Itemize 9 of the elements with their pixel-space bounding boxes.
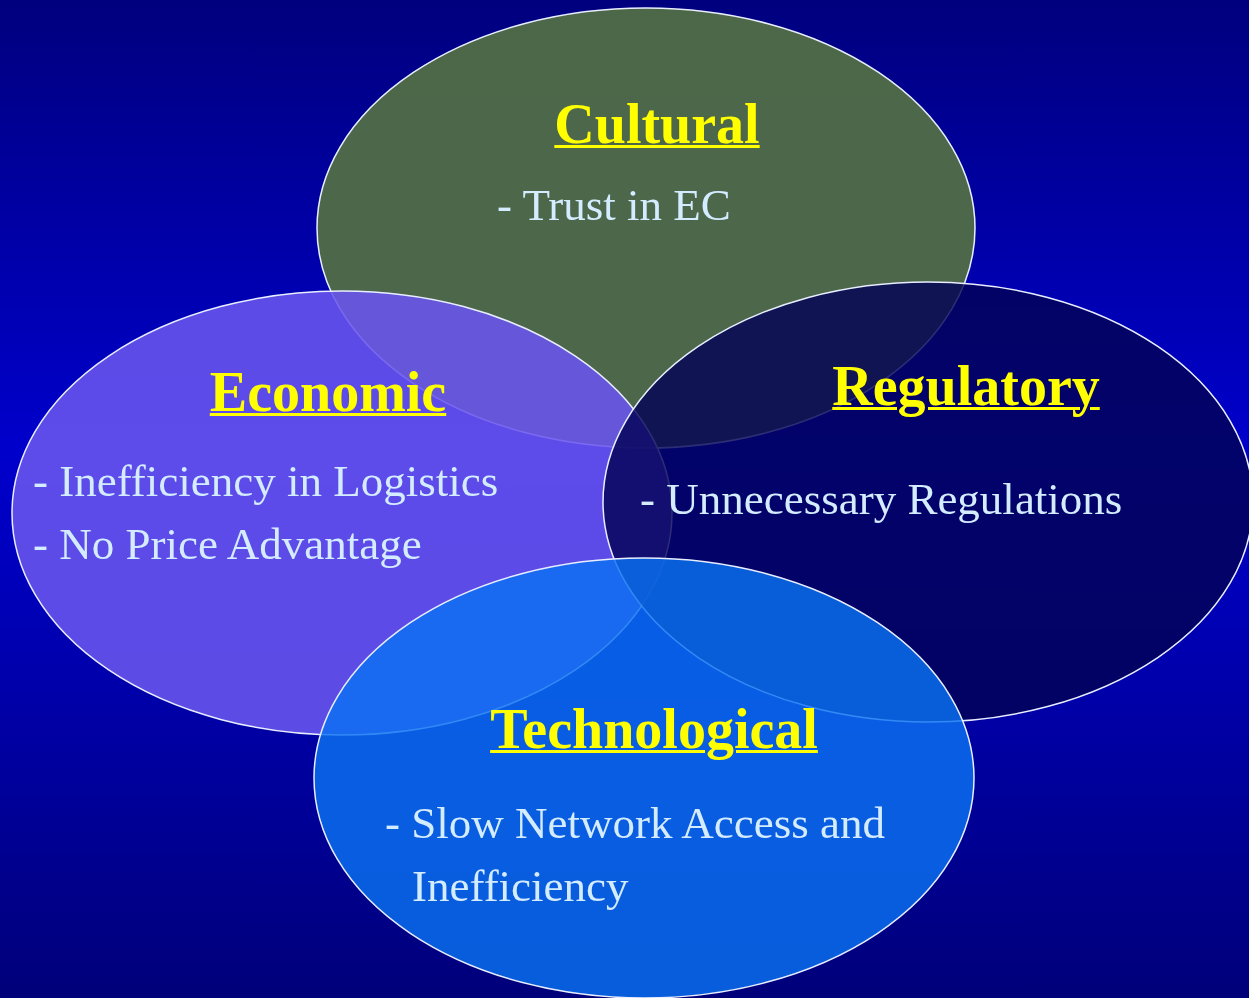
bullet-item: - Trust in EC [497,180,731,232]
bullet-item: - No Price Advantage [33,519,422,571]
category-heading: Regulatory [832,354,1100,419]
bullet-item: - Slow Network Access and Inefficiency [385,797,886,913]
category-heading: Cultural [554,92,760,157]
category-heading: Economic [209,360,447,425]
category-heading: Technological [490,697,818,762]
bullet-item: - Inefficiency in Logistics [33,456,499,508]
bullet-item: - Unnecessary Regulations [640,474,1123,526]
